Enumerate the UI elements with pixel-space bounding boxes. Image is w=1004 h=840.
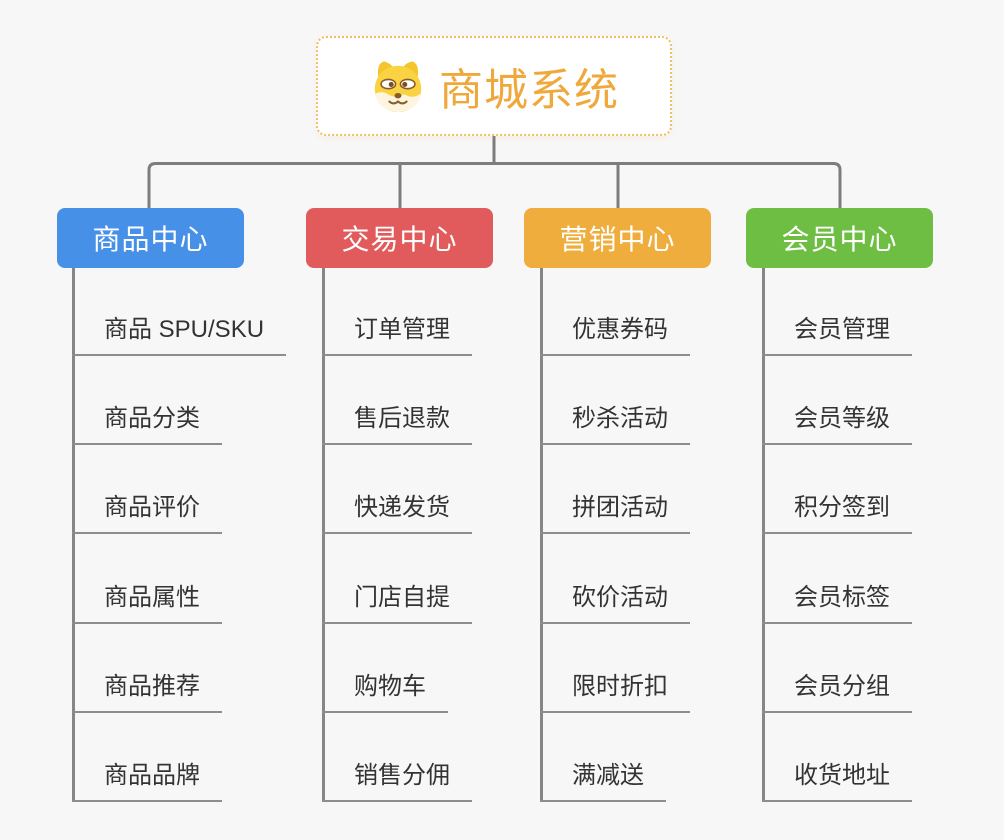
- tree-node-item[interactable]: 积分签到: [762, 492, 912, 534]
- doge-icon: [369, 57, 427, 115]
- tree-node-item[interactable]: 商品推荐: [72, 671, 222, 713]
- tree-node-item[interactable]: 满减送: [540, 760, 666, 802]
- tree-node-item[interactable]: 门店自提: [322, 582, 472, 624]
- branch-column-member: 会员管理 会员等级 积分签到 会员标签 会员分组 收货地址: [762, 268, 1004, 808]
- tree-node-item[interactable]: 售后退款: [322, 403, 472, 445]
- root-node[interactable]: 商城系统: [316, 36, 672, 136]
- connector-branch-line: [762, 268, 765, 802]
- branch-column-product: 商品 SPU/SKU 商品分类 商品评价 商品属性 商品推荐 商品品牌: [72, 268, 322, 808]
- tree-node-item[interactable]: 会员标签: [762, 582, 912, 624]
- tree-node-item[interactable]: 商品属性: [72, 582, 222, 624]
- branch-node-member-center[interactable]: 会员中心: [746, 208, 933, 268]
- tree-node-item[interactable]: 商品 SPU/SKU: [72, 314, 287, 356]
- tree-node-item[interactable]: 商品分类: [72, 403, 222, 445]
- root-title: 商城系统: [439, 66, 619, 115]
- tree-node-item[interactable]: 商品品牌: [72, 760, 222, 802]
- tree-node-item[interactable]: 秒杀活动: [540, 403, 690, 445]
- connector-branch-line: [540, 268, 543, 802]
- tree-node-item[interactable]: 砍价活动: [540, 582, 690, 624]
- connector-branch-line: [72, 268, 75, 802]
- tree-node-item[interactable]: 限时折扣: [540, 671, 690, 713]
- connector-branch-line: [322, 268, 325, 802]
- tree-node-item[interactable]: 会员分组: [762, 671, 912, 713]
- tree-node-item[interactable]: 会员管理: [762, 314, 912, 356]
- tree-node-item[interactable]: 优惠券码: [540, 314, 690, 356]
- branch-node-trade-center[interactable]: 交易中心: [306, 208, 493, 268]
- tree-node-item[interactable]: 购物车: [322, 671, 448, 713]
- branch-column-trade: 订单管理 售后退款 快递发货 门店自提 购物车 销售分佣: [322, 268, 572, 808]
- tree-node-item[interactable]: 订单管理: [322, 314, 472, 356]
- branch-node-product-center[interactable]: 商品中心: [57, 208, 244, 268]
- tree-node-item[interactable]: 拼团活动: [540, 492, 690, 534]
- branch-column-marketing: 优惠券码 秒杀活动 拼团活动 砍价活动 限时折扣 满减送: [540, 268, 790, 808]
- tree-node-item[interactable]: 会员等级: [762, 403, 912, 445]
- tree-node-item[interactable]: 收货地址: [762, 760, 912, 802]
- tree-node-item[interactable]: 销售分佣: [322, 760, 472, 802]
- branch-node-marketing-center[interactable]: 营销中心: [524, 208, 711, 268]
- tree-node-item[interactable]: 快递发货: [322, 492, 472, 534]
- tree-node-item[interactable]: 商品评价: [72, 492, 222, 534]
